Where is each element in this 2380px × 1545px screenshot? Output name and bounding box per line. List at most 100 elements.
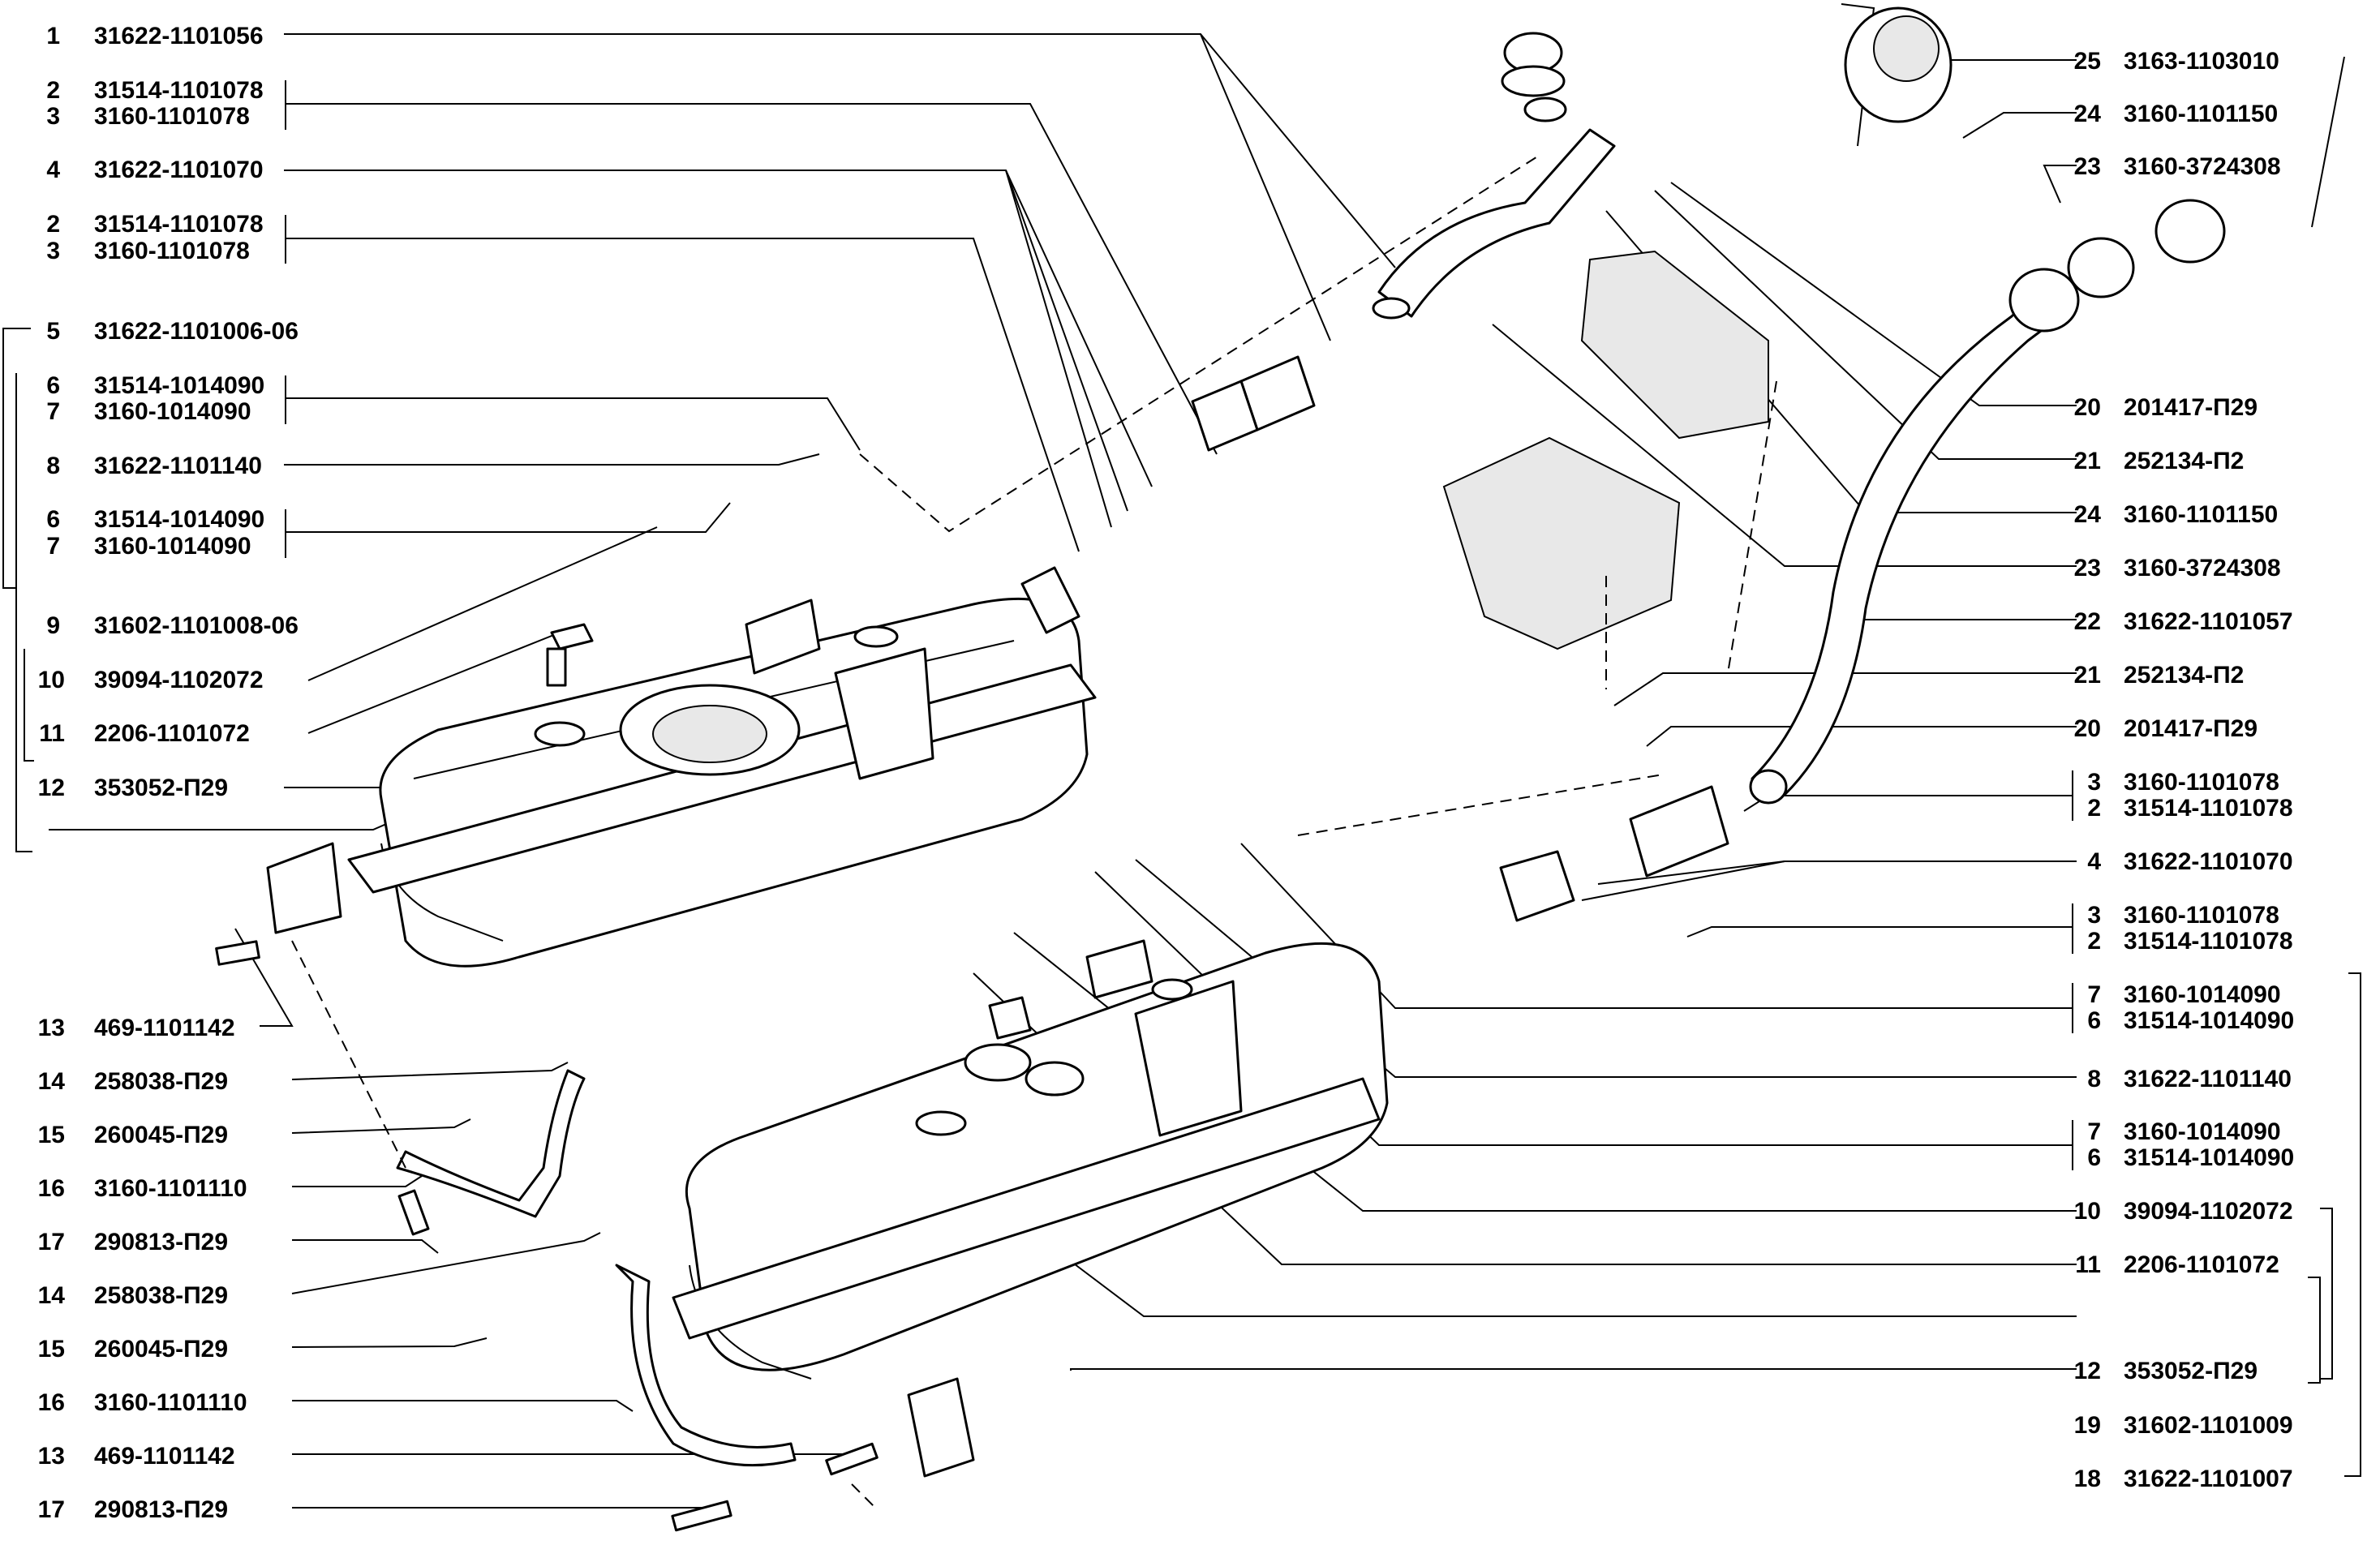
part-number: 31514-1101078 xyxy=(2124,795,2293,822)
part-number: 31622-1101140 xyxy=(2124,1066,2292,1092)
callout-number: 24 xyxy=(2074,101,2102,127)
part-number: 31514-1101078 xyxy=(94,211,264,238)
part-number: 31622-1101057 xyxy=(2124,608,2293,635)
callout-number: 17 xyxy=(38,1229,65,1255)
callout-number: 20 xyxy=(2074,394,2101,421)
part-number: 31622-1101007 xyxy=(2124,1466,2293,1492)
part-number: 31514-1014090 xyxy=(2124,1144,2294,1171)
part-number: 3160-1101078 xyxy=(94,103,250,130)
part-number: 201417-П29 xyxy=(2124,715,2258,742)
part-number: 260045-П29 xyxy=(94,1336,228,1363)
callout-number: 3 xyxy=(46,238,60,264)
callout-number: 7 xyxy=(2087,981,2101,1008)
part-number: 469-1101142 xyxy=(94,1015,235,1041)
group-brackets xyxy=(2,80,2361,1477)
part-number: 39094-1102072 xyxy=(2124,1198,2293,1225)
callout-number: 10 xyxy=(38,667,65,693)
part-number: 252134-П2 xyxy=(2124,662,2244,689)
callout-number: 11 xyxy=(39,720,65,747)
part-number: 3160-1101078 xyxy=(2124,902,2279,929)
right-callout-labels: 25 3163-1103010 24 3160-1101150 23 3160-… xyxy=(2074,48,2295,1492)
assembly-lines xyxy=(291,153,1777,1509)
callout-number: 6 xyxy=(46,372,60,399)
part-number: 31622-1101070 xyxy=(94,157,264,183)
part-number: 252134-П2 xyxy=(2124,448,2244,474)
callout-number: 19 xyxy=(2074,1412,2101,1439)
fuel-cap-detail xyxy=(1841,3,2345,228)
callout-number: 23 xyxy=(2074,555,2101,582)
filler-neck-upper xyxy=(1191,32,1616,452)
callout-number: 7 xyxy=(46,533,60,560)
callout-number: 2 xyxy=(2087,928,2101,955)
part-number: 290813-П29 xyxy=(94,1229,228,1255)
part-number: 260045-П29 xyxy=(94,1122,228,1148)
callout-number: 25 xyxy=(2074,48,2101,75)
part-number: 353052-П29 xyxy=(94,775,228,801)
part-number: 3160-1014090 xyxy=(94,533,251,560)
part-number: 31514-1101078 xyxy=(2124,928,2293,955)
part-number: 3160-1014090 xyxy=(2124,1118,2281,1145)
callout-number: 13 xyxy=(38,1015,65,1041)
callout-number: 6 xyxy=(2087,1007,2101,1034)
callout-number: 18 xyxy=(2074,1466,2101,1492)
callout-number: 2 xyxy=(46,77,60,104)
callout-number: 14 xyxy=(38,1282,66,1309)
callout-number: 7 xyxy=(2087,1118,2101,1145)
part-number: 31622-1101070 xyxy=(2124,848,2293,875)
left-leader-lines xyxy=(49,33,1396,1513)
callout-number: 12 xyxy=(38,775,65,801)
part-number: 258038-П29 xyxy=(94,1282,228,1309)
callout-number: 10 xyxy=(2074,1198,2101,1225)
left-callout-labels: 1 31622-1101056 2 31514-1101078 3 3160-1… xyxy=(38,23,299,1523)
part-number: 3160-1101150 xyxy=(2124,501,2278,528)
callout-number: 4 xyxy=(2087,848,2101,875)
callout-number: 1 xyxy=(46,23,60,49)
callout-number: 22 xyxy=(2074,608,2101,635)
part-number: 3163-1103010 xyxy=(2124,48,2279,75)
part-number: 31514-1014090 xyxy=(94,372,264,399)
part-number: 3160-1101150 xyxy=(2124,101,2278,127)
part-number: 31622-1101006-06 xyxy=(94,318,299,345)
part-number: 3160-1101110 xyxy=(94,1389,247,1416)
lower-fuel-tank xyxy=(672,939,1389,1380)
callout-number: 13 xyxy=(38,1443,65,1470)
part-number: 3160-1101078 xyxy=(94,238,250,264)
callout-number: 5 xyxy=(46,318,60,345)
callout-number: 6 xyxy=(2087,1144,2101,1171)
part-number: 290813-П29 xyxy=(94,1496,228,1523)
callout-number: 24 xyxy=(2074,501,2102,528)
callout-number: 7 xyxy=(46,398,60,425)
part-number: 3160-3724308 xyxy=(2124,555,2281,582)
callout-number: 15 xyxy=(38,1336,65,1363)
callout-number: 2 xyxy=(46,211,60,238)
callout-number: 16 xyxy=(38,1175,65,1202)
part-number: 31514-1101078 xyxy=(94,77,264,104)
part-number: 469-1101142 xyxy=(94,1443,235,1470)
part-number: 2206-1101072 xyxy=(94,720,250,747)
part-number: 31602-1101008-06 xyxy=(94,612,299,639)
callout-number: 3 xyxy=(2087,769,2101,796)
callout-number: 2 xyxy=(2087,795,2101,822)
callout-number: 12 xyxy=(2074,1358,2101,1384)
callout-number: 8 xyxy=(2087,1066,2101,1092)
callout-number: 23 xyxy=(2074,153,2101,180)
body-panels xyxy=(1442,250,1769,650)
callout-number: 14 xyxy=(38,1068,66,1095)
part-number: 31622-1101056 xyxy=(94,23,264,49)
callout-number: 8 xyxy=(46,453,60,479)
part-number: 39094-1102072 xyxy=(94,667,264,693)
part-number: 31514-1014090 xyxy=(2124,1007,2294,1034)
part-number: 353052-П29 xyxy=(2124,1358,2258,1384)
callout-number: 3 xyxy=(46,103,60,130)
callout-number: 15 xyxy=(38,1122,65,1148)
callout-number: 17 xyxy=(38,1496,65,1523)
mounting-straps xyxy=(215,842,975,1532)
part-number: 201417-П29 xyxy=(2124,394,2258,421)
callout-number: 16 xyxy=(38,1389,65,1416)
part-number: 258038-П29 xyxy=(94,1068,228,1095)
callout-number: 20 xyxy=(2074,715,2101,742)
part-number: 3160-1101110 xyxy=(94,1175,247,1202)
part-number: 3160-1014090 xyxy=(2124,981,2281,1008)
part-number: 3160-1101078 xyxy=(2124,769,2279,796)
